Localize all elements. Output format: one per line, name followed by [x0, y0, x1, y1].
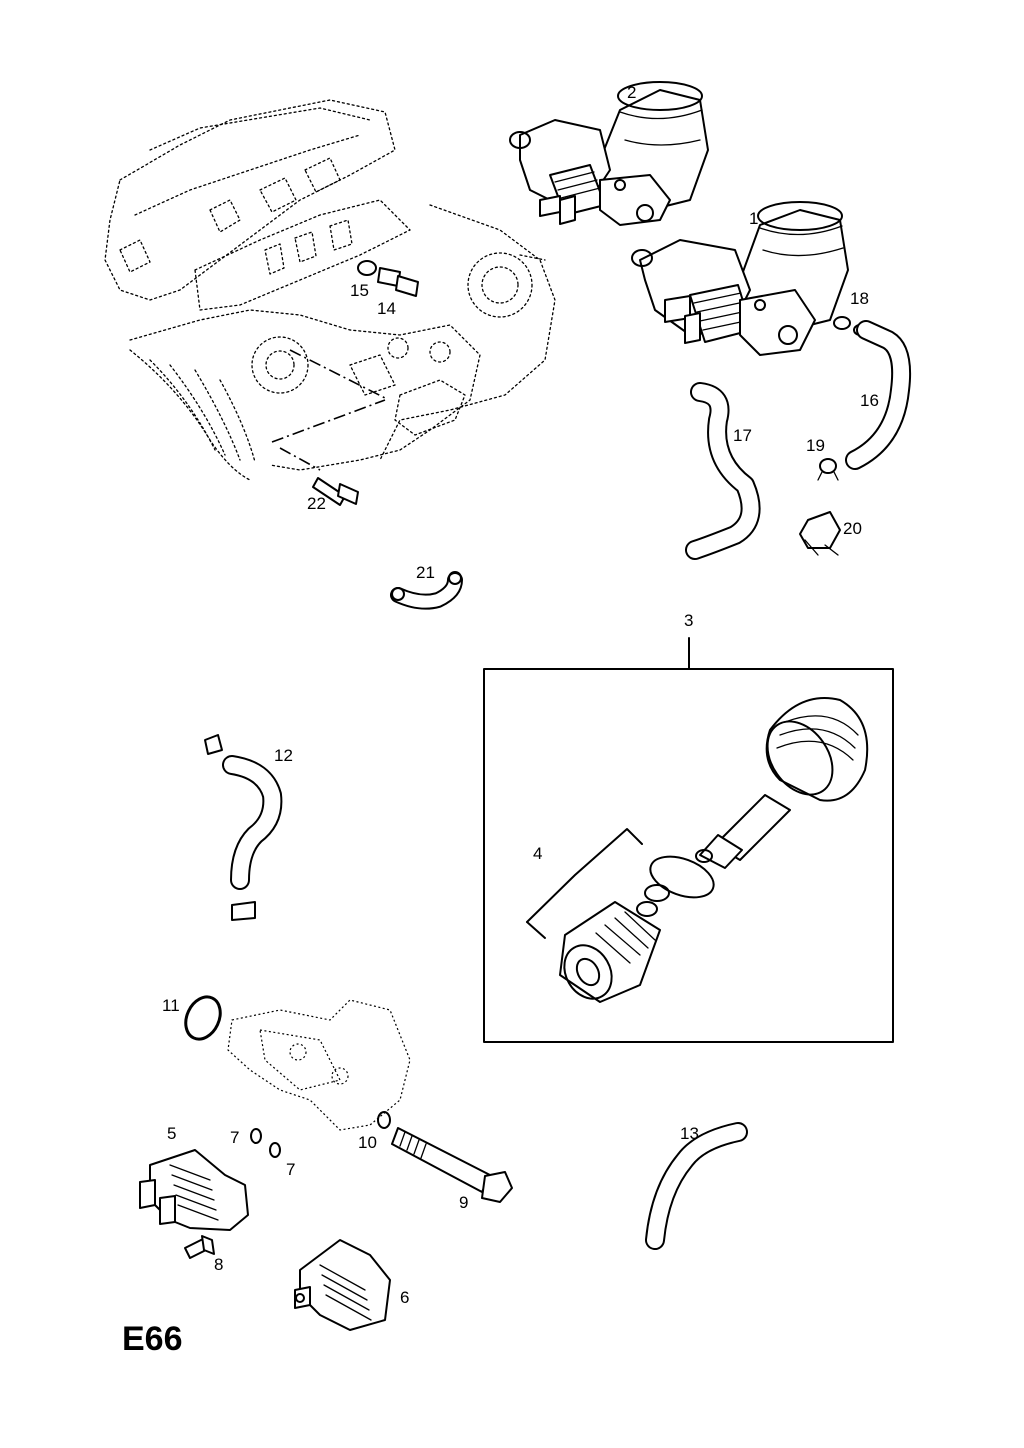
- callout-4: 4: [533, 844, 543, 863]
- callout-3: 3: [684, 611, 694, 630]
- locating-line: [279, 447, 321, 471]
- o-ring-part-11: [184, 995, 222, 1041]
- oil-filter-housing-part-1: [631, 201, 849, 356]
- hose-part-16: [845, 320, 912, 470]
- clip-part-19: [817, 458, 839, 481]
- locating-line: [271, 399, 386, 443]
- o-ring-part-15: [357, 260, 377, 276]
- callout-21: 21: [416, 563, 435, 582]
- filter-stem: [695, 794, 791, 869]
- pipe-part-21: [390, 571, 463, 610]
- hose-part-17: [685, 382, 761, 560]
- callout-11: 11: [162, 996, 180, 1015]
- o-ring-part-10: [377, 1111, 391, 1129]
- callout-8: 8: [214, 1255, 224, 1274]
- callout-5: 5: [167, 1124, 177, 1143]
- callout-2: 2: [627, 83, 637, 102]
- seal-ring-large: [649, 855, 715, 899]
- callout-20: 20: [843, 519, 862, 538]
- leader-bracket-4: [526, 828, 643, 923]
- callout-18: 18: [850, 289, 869, 308]
- union-part-14: [377, 267, 419, 297]
- engine-block-outline: [104, 99, 556, 481]
- leader-bracket-4-end: [526, 921, 546, 939]
- clip-part-20: [799, 511, 841, 556]
- callout-7b: 7: [286, 1160, 296, 1179]
- oil-cooler-part-5: [139, 1149, 249, 1231]
- filter-element-part-4: [559, 901, 661, 1003]
- bolt-part-9: [391, 1127, 513, 1203]
- seal-part-7a: [250, 1128, 262, 1144]
- screw-part-8: [184, 1235, 215, 1259]
- housing-reference-outline: [227, 999, 411, 1131]
- hose-part-13: [645, 1122, 748, 1250]
- callout-14: 14: [377, 299, 396, 318]
- callout-10: 10: [358, 1133, 377, 1152]
- seal-ring-medium: [644, 884, 670, 902]
- oil-filter-housing-part-2: [509, 81, 709, 226]
- seal-part-7b: [269, 1142, 281, 1158]
- callout-15: 15: [350, 281, 369, 300]
- callout-22: 22: [307, 494, 326, 513]
- locating-line: [289, 349, 386, 399]
- filter-cap: [765, 697, 869, 802]
- seal-ring-small: [636, 901, 658, 917]
- hose-part-12: [204, 734, 283, 921]
- callout-7a: 7: [230, 1128, 240, 1147]
- page-code: E66: [122, 1320, 183, 1358]
- callout-12: 12: [274, 746, 293, 765]
- callout-16: 16: [860, 391, 879, 410]
- callout-9: 9: [459, 1193, 469, 1212]
- callout-6: 6: [400, 1288, 410, 1307]
- oil-cooler-part-6: [294, 1239, 391, 1331]
- stud-part-22: [312, 477, 359, 506]
- callout-17: 17: [733, 426, 752, 445]
- callout-1: 1: [749, 209, 759, 228]
- callout-13: 13: [680, 1124, 699, 1143]
- callout-19: 19: [806, 436, 825, 455]
